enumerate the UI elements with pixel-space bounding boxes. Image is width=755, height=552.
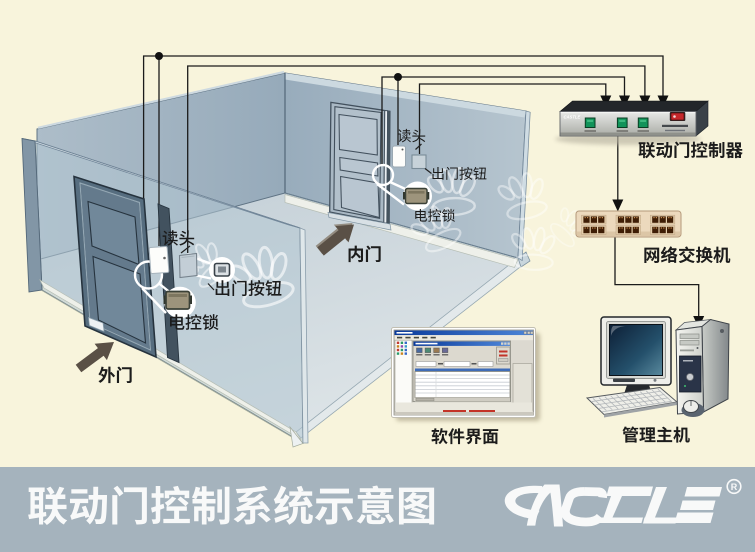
svg-text:R: R bbox=[731, 482, 738, 492]
svg-text:CASTLE: CASTLE bbox=[564, 115, 581, 120]
